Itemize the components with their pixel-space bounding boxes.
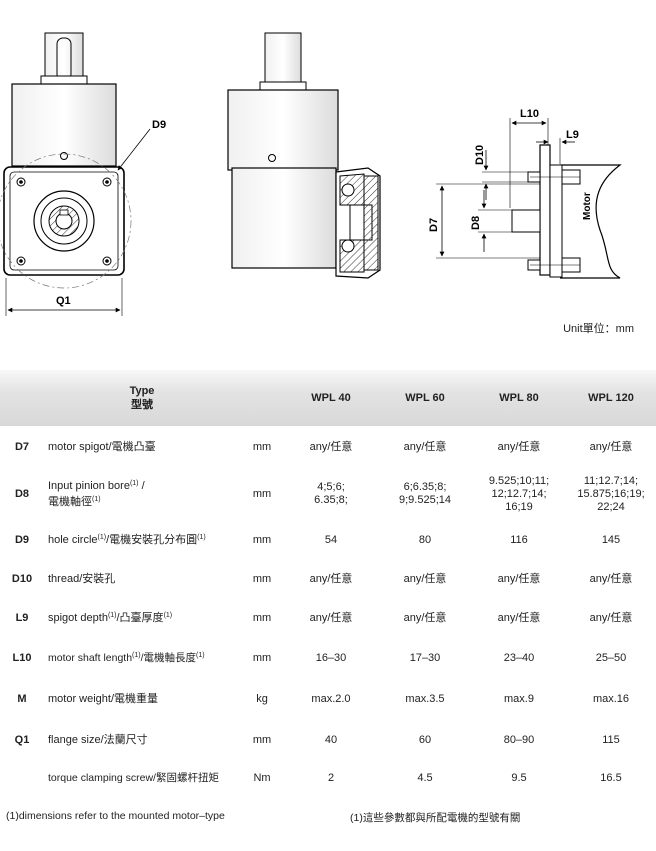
- row-unit: mm: [252, 488, 272, 500]
- row-value: max.3.5: [405, 692, 445, 705]
- footnotes: (1)dimensions refer to the mounted motor…: [6, 810, 646, 824]
- row-unit: Nm: [253, 772, 271, 784]
- label-motor: Motor: [582, 192, 593, 220]
- row-value: 6;6.35;8; 9;9.525;14: [399, 481, 451, 506]
- table-row: D9 hole circle(1)/電機安裝孔分布圓(1) mm 54 80 1…: [0, 520, 656, 560]
- model-wpl80: WPL 80: [499, 392, 539, 404]
- row-value: 80–90: [503, 733, 535, 746]
- row-value: any/任意: [403, 440, 447, 453]
- row-value: any/任意: [309, 611, 353, 624]
- motor-mount-view: Motor L10 L9 D10 D7 D8: [428, 108, 622, 279]
- label-d9: D9: [152, 119, 166, 131]
- row-value: any/任意: [497, 611, 541, 624]
- row-desc: motor spigot/電機凸臺: [48, 441, 156, 453]
- type-header: Type 型號: [129, 385, 155, 411]
- row-value: any/任意: [589, 572, 633, 585]
- row-code: D7: [14, 441, 30, 453]
- table-header: Type 型號 WPL 40 WPL 60 WPL 80 WPL 120: [0, 370, 656, 426]
- row-value: 116: [510, 533, 528, 546]
- label-l10: L10: [520, 108, 539, 120]
- row-desc: motor shaft length(1)/電機軸長度(1): [48, 652, 205, 664]
- row-value: 60: [418, 733, 432, 746]
- row-value: 115: [602, 733, 620, 746]
- row-unit: mm: [252, 573, 272, 585]
- row-code: D9: [14, 534, 30, 546]
- row-unit: mm: [252, 612, 272, 624]
- row-code: D8: [14, 488, 30, 500]
- row-value: 11;12.7;14; 15.875;16;19; 22;24: [577, 474, 645, 513]
- technical-drawing: D9 Q1 Motor: [0, 32, 622, 316]
- front-view: D9 Q1: [0, 32, 166, 316]
- side-view: [227, 32, 381, 279]
- label-d10: D10: [474, 145, 486, 165]
- row-value: max.9: [504, 692, 534, 705]
- row-value: any/任意: [497, 572, 541, 585]
- row-value: 17–30: [409, 651, 441, 664]
- row-value: 23–40: [503, 651, 535, 664]
- table-row: Q1 flange size/法蘭尺寸 mm 40 60 80–90 115: [0, 720, 656, 760]
- model-wpl40: WPL 40: [311, 392, 351, 404]
- footnote-en: (1)dimensions refer to the mounted motor…: [6, 810, 225, 822]
- row-unit: mm: [252, 734, 272, 746]
- row-code: M: [17, 693, 27, 705]
- row-value: any/任意: [403, 611, 447, 624]
- row-value: 9.5: [511, 771, 527, 784]
- row-value: 25–50: [595, 651, 627, 664]
- row-value: 9.525;10;11; 12;12.7;14; 16;19: [488, 474, 550, 513]
- model-wpl60: WPL 60: [405, 392, 445, 404]
- spec-table: Type 型號 WPL 40 WPL 60 WPL 80 WPL 120 D7 …: [0, 370, 656, 796]
- row-unit: mm: [252, 652, 272, 664]
- row-code: L9: [15, 612, 29, 624]
- row-value: 145: [601, 533, 621, 546]
- table-row: D8 Input pinion bore(1) / 電機軸徑(1) mm 4;5…: [0, 468, 656, 520]
- row-value: any/任意: [403, 572, 447, 585]
- row-code: D10: [11, 573, 33, 585]
- footnote-zh: (1)這些參數都與所配電機的型號有關: [350, 812, 521, 824]
- label-d8: D8: [470, 216, 482, 230]
- row-desc: hole circle(1)/電機安裝孔分布圓(1): [48, 534, 206, 546]
- row-value: 16.5: [600, 771, 622, 784]
- row-value: any/任意: [309, 572, 353, 585]
- row-value: 4;5;6; 6.35;8;: [314, 481, 348, 506]
- row-value: max.16: [592, 692, 630, 705]
- label-q1: Q1: [56, 295, 71, 307]
- row-value: any/任意: [309, 440, 353, 453]
- row-value: 4.5: [417, 771, 433, 784]
- table-row: D10 thread/安裝孔 mm any/任意 any/任意 any/任意 a…: [0, 560, 656, 598]
- row-value: any/任意: [497, 440, 541, 453]
- row-value: 2: [327, 771, 335, 784]
- row-code: L10: [12, 652, 32, 664]
- row-value: 40: [324, 733, 338, 746]
- row-unit: kg: [256, 693, 268, 705]
- row-desc: torque clamping screw/緊固螺杆扭矩: [48, 772, 219, 784]
- row-value: any/任意: [589, 611, 633, 624]
- row-value: 16–30: [315, 651, 347, 664]
- row-unit: mm: [252, 534, 272, 546]
- table-row: L10 motor shaft length(1)/電機軸長度(1) mm 16…: [0, 638, 656, 678]
- row-value: 54: [324, 533, 338, 546]
- model-wpl120: WPL 120: [588, 392, 634, 404]
- table-row: M motor weight/電機重量 kg max.2.0 max.3.5 m…: [0, 678, 656, 720]
- row-desc: flange size/法蘭尺寸: [48, 734, 148, 746]
- table-row: torque clamping screw/緊固螺杆扭矩 Nm 2 4.5 9.…: [0, 760, 656, 796]
- row-value: 80: [418, 533, 432, 546]
- row-value: any/任意: [589, 440, 633, 453]
- label-l9: L9: [566, 129, 579, 141]
- row-code: Q1: [14, 734, 30, 746]
- row-value: max.2.0: [311, 692, 351, 705]
- row-code: [0, 760, 44, 796]
- table-row: L9 spigot depth(1)/凸臺厚度(1) mm any/任意 any…: [0, 598, 656, 638]
- row-desc: motor weight/電機重量: [48, 693, 159, 705]
- label-d7: D7: [428, 218, 440, 232]
- unit-note: Unit單位：mm: [563, 323, 634, 335]
- table-row: D7 motor spigot/電機凸臺 mm any/任意 any/任意 an…: [0, 426, 656, 468]
- row-desc: spigot depth(1)/凸臺厚度(1): [48, 612, 173, 624]
- row-desc: Input pinion bore(1) / 電機軸徑(1): [48, 480, 145, 508]
- row-desc: thread/安裝孔: [48, 573, 116, 585]
- row-unit: mm: [252, 441, 272, 453]
